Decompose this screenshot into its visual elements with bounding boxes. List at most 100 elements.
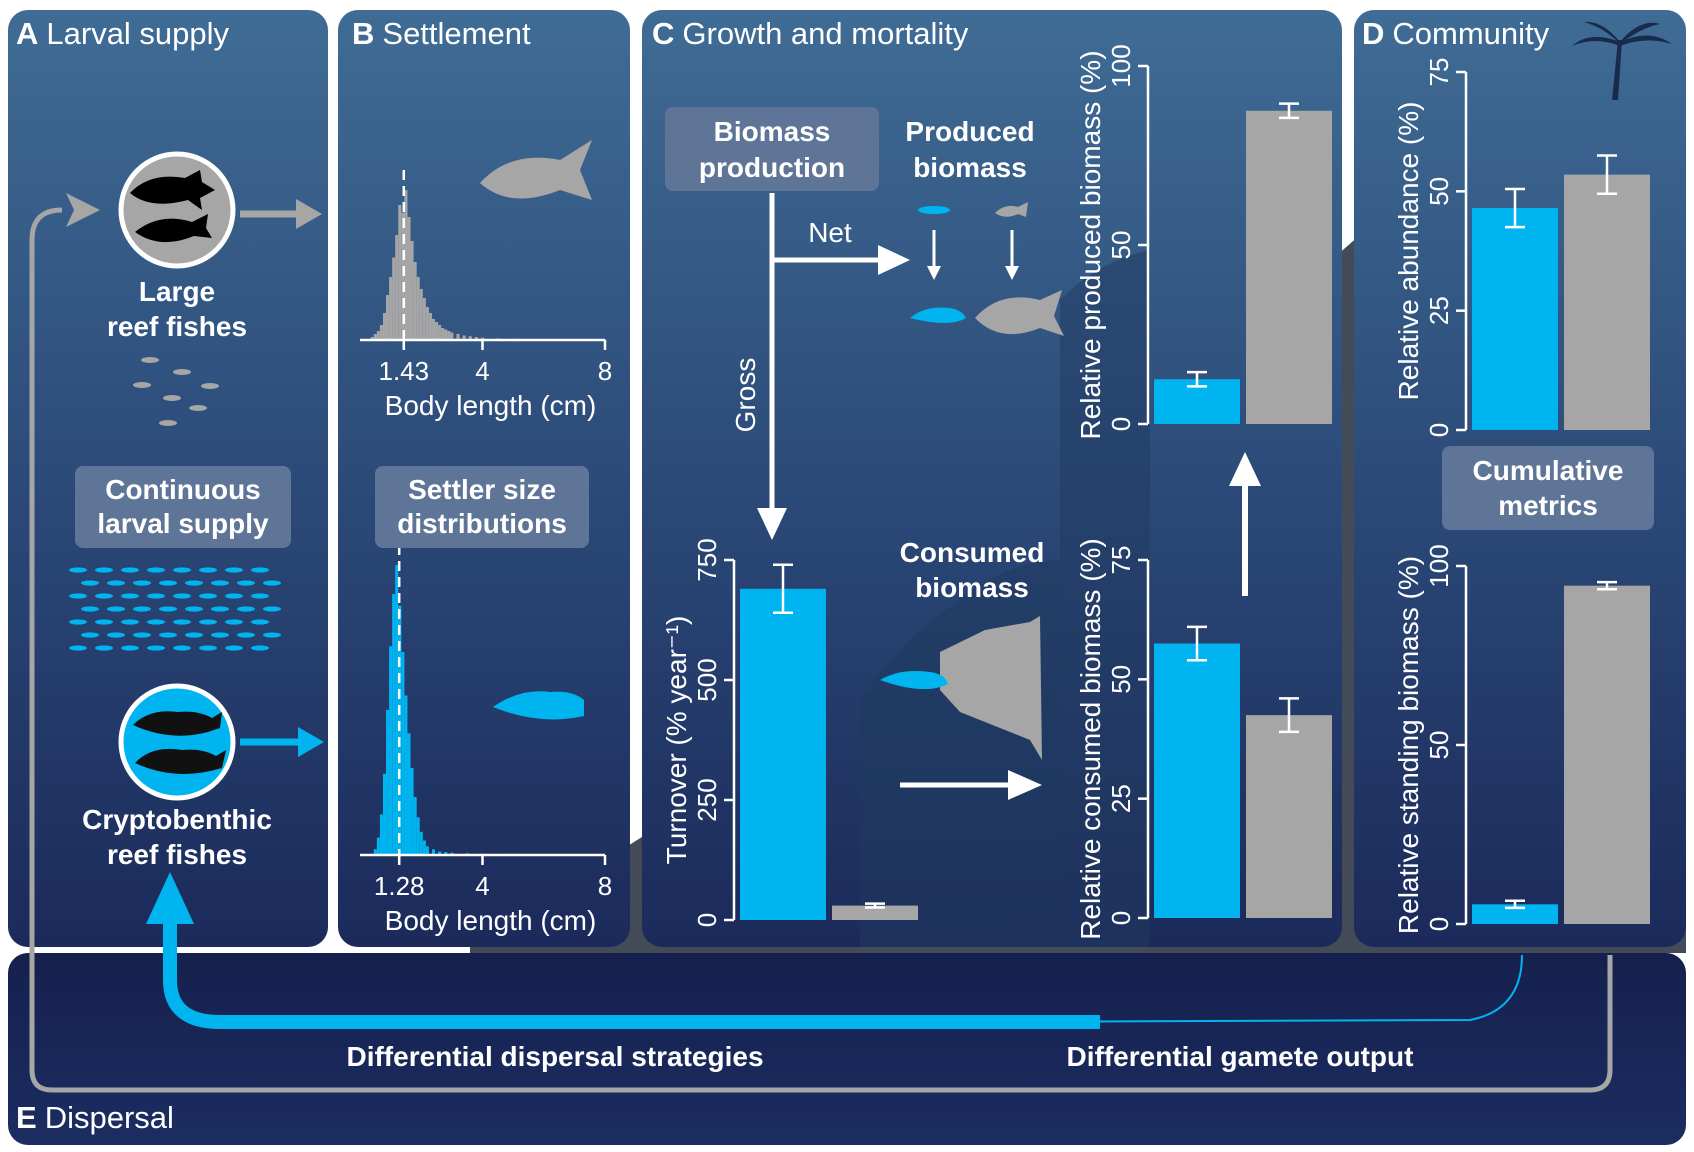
histogram-bar <box>395 235 399 340</box>
x-axis-label: Body length (cm) <box>385 390 597 421</box>
panel-e-background <box>8 953 1686 1145</box>
larva <box>185 580 203 586</box>
larva <box>263 580 281 586</box>
histogram-bar <box>376 331 380 340</box>
histogram-bar <box>382 313 387 340</box>
y-tick-label: 0 <box>692 913 722 927</box>
larva <box>121 567 139 573</box>
histogram-bar <box>382 773 387 855</box>
larva <box>95 593 113 599</box>
bar <box>1564 585 1650 924</box>
arrow-right-icon <box>298 727 324 757</box>
x-tick-label: 8 <box>598 871 612 901</box>
larva <box>225 593 243 599</box>
x-tick-label: 1.28 <box>374 871 425 901</box>
histogram-bar <box>370 337 374 340</box>
larva <box>251 645 269 651</box>
gamete-flow-blue-thin <box>219 954 1523 1026</box>
biomass-production-label-2: production <box>699 152 845 183</box>
net-label: Net <box>808 217 852 248</box>
arrow-right-icon <box>296 199 322 229</box>
y-tick-label: 25 <box>1106 784 1136 813</box>
histogram-bar <box>431 849 436 855</box>
larva <box>121 593 139 599</box>
y-tick-label: 75 <box>1106 546 1136 575</box>
bar <box>1154 643 1240 918</box>
cumulative-metrics-box <box>1442 446 1654 530</box>
larva <box>185 606 203 612</box>
y-axis-label: Relative standing biomass (%) <box>1393 556 1424 934</box>
continuous-supply-label-2: larval supply <box>97 508 269 539</box>
histogram-bar <box>419 831 423 855</box>
histogram-bar <box>373 334 377 340</box>
histogram-bar <box>428 313 432 340</box>
larva <box>107 580 125 586</box>
histogram-bar <box>392 594 396 855</box>
histogram-bar <box>425 846 429 855</box>
larva <box>81 606 99 612</box>
histogram-bar <box>389 646 393 855</box>
larva <box>199 567 217 573</box>
larva <box>95 619 113 625</box>
histogram-bar <box>441 328 445 340</box>
larva <box>69 645 87 651</box>
continuous-supply-box <box>75 466 291 548</box>
x-tick-label: 1.43 <box>378 356 429 386</box>
histogram-bar <box>398 205 402 340</box>
histogram-bar <box>435 322 439 340</box>
larva <box>95 567 113 573</box>
histogram-bar <box>376 837 380 855</box>
larva <box>147 645 165 651</box>
histogram-bar <box>401 212 405 340</box>
arrow-down-icon <box>757 508 787 540</box>
larva <box>251 567 269 573</box>
histogram-bar <box>410 241 414 340</box>
larva <box>199 645 217 651</box>
y-tick-label: 0 <box>1424 917 1454 931</box>
bar <box>740 588 826 920</box>
goby-silhouette-icon <box>133 711 226 774</box>
larva <box>225 619 243 625</box>
y-axis-label: Turnover (% year⁻¹) <box>661 616 692 865</box>
cumulative-metrics-label-2: metrics <box>1498 490 1598 521</box>
larva <box>237 606 255 612</box>
histogram-bar <box>404 695 408 855</box>
y-tick-label: 50 <box>1424 731 1454 760</box>
bar <box>1472 208 1558 430</box>
y-tick-label: 50 <box>1106 665 1136 694</box>
bar <box>832 905 918 920</box>
large-fish-circle <box>118 151 236 269</box>
larva <box>81 632 99 638</box>
larva <box>173 593 191 599</box>
y-axis-label: Relative consumed biomass (%) <box>1075 538 1106 940</box>
bar <box>1246 715 1332 918</box>
histogram-bar <box>379 814 383 855</box>
dispersal-strategies-label: Differential dispersal strategies <box>346 1041 763 1072</box>
larva <box>147 619 165 625</box>
fish-silhouette-icon <box>480 140 592 200</box>
histogram-bar <box>416 817 420 855</box>
histogram-bar <box>419 289 423 340</box>
bar <box>1472 904 1558 924</box>
settler-size-label-1: Settler size <box>408 474 556 505</box>
larva <box>133 606 151 612</box>
arrow-right-icon <box>66 193 100 227</box>
biomass-production-box <box>665 107 879 191</box>
goby-silhouette-icon <box>910 307 966 323</box>
goby-silhouette-icon <box>493 691 584 720</box>
y-tick-label: 100 <box>1424 544 1454 587</box>
histogram-bar <box>395 565 399 855</box>
larvae-gray <box>133 357 219 426</box>
gamete-output-label: Differential gamete output <box>1067 1041 1414 1072</box>
histogram-bar <box>450 332 454 340</box>
larva <box>173 645 191 651</box>
histogram-bar <box>413 262 417 340</box>
y-tick-label: 50 <box>1106 231 1136 260</box>
histogram-bar <box>389 277 393 340</box>
histogram-bar <box>392 257 396 340</box>
